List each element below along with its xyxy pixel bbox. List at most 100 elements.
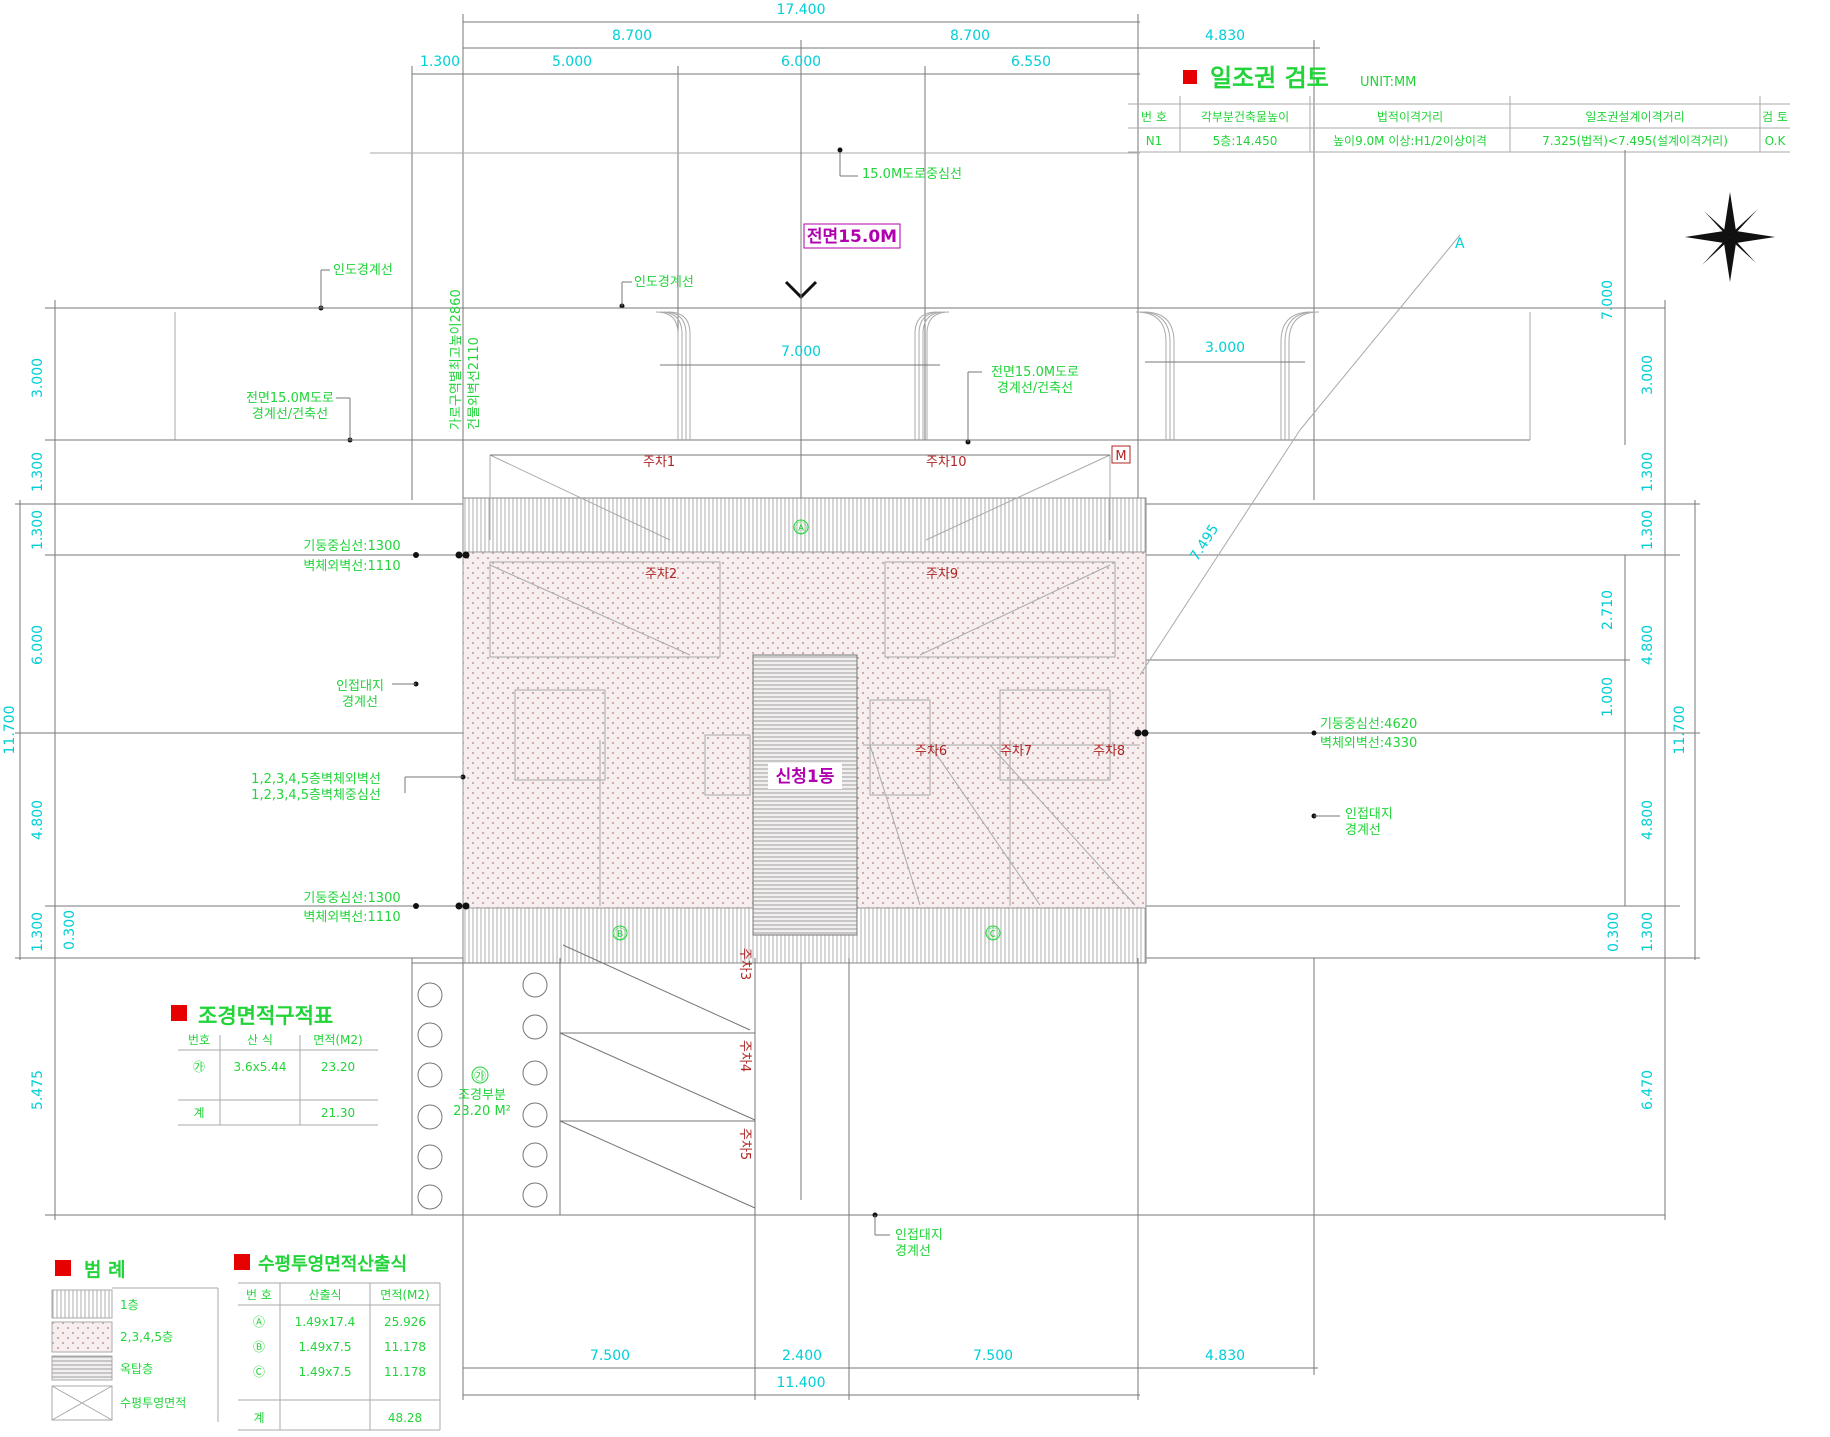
land-head-1: 산 식 [247,1033,273,1047]
col-right-2: 벽체외벽선:4330 [1320,736,1417,751]
legend-title: 범 례 [84,1259,126,1281]
sun-cell-2: 높이9.0M 이상:H1/2이상이격 [1333,134,1487,148]
dim-right-9: 6.470 [1640,1070,1656,1110]
dim-right-5: 4.800 [1640,625,1656,665]
vert-label-2: 건물외벽선2110 [467,337,482,430]
floor-line-2: 1,2,3,4,5층벽체중심선 [251,788,381,803]
unit-label: UNIT:MM [1360,75,1416,90]
land-total-2: 21.30 [321,1106,355,1120]
front-boundary-left-1: 전면15.0M도로 [246,391,334,406]
parking-8: 주차8 [1093,744,1125,759]
dim-right-top: 7.000 [1600,280,1616,320]
proj-r2-1: 1.49x7.5 [299,1365,352,1379]
dim-right-total: 11.700 [1672,706,1688,755]
proj-r0-0: Ⓐ [253,1315,265,1329]
proj-r1-2: 11.178 [384,1340,426,1354]
dim-right-7: 4.800 [1640,800,1656,840]
landscape-area: 23.20 M² [453,1104,511,1119]
sun-head-2: 법적이격거리 [1377,110,1443,124]
col-bot-left-1: 기둥중심선:1300 [303,891,400,906]
land-cell-0: ㉮ [193,1060,205,1074]
dim-bot-c: 7.500 [973,1348,1013,1364]
legend-item-1: 2,3,4,5층 [120,1330,173,1344]
landscape-table: 조경면적구적표 번호 산 식 면적(M2) ㉮ 3.6x5.44 23.20 계… [171,1004,378,1126]
right-dimensions: 7.000 3.000 1.300 1.300 2.710 4.800 1.00… [1138,150,1700,1220]
dim-top2-c: 6.000 [781,54,821,70]
parking-1: 주차1 [643,455,675,470]
proj-r2-2: 11.178 [384,1365,426,1379]
dim-right-4: 2.710 [1600,590,1616,630]
front-road-label: 전면15.0M [807,227,897,247]
dim-right-2: 1.300 [1640,452,1656,492]
dim-left-bottom: 5.475 [30,1070,46,1110]
legend-item-2: 옥탑층 [120,1362,153,1376]
vert-label-1: 가로구역별최고높이2860 [449,289,464,430]
col-right-1: 기둥중심선:4620 [1320,717,1417,732]
proj-r1-1: 1.49x7.5 [299,1340,352,1354]
proj-head-2: 면적(M2) [380,1288,429,1302]
dim-left-1: 3.000 [30,358,46,398]
legend: 범 례 1층 2,3,4,5층 옥탑층 수평투영면적 [51,1259,219,1422]
left-dimensions: 3.000 1.300 1.300 6.000 4.800 1.300 0.30… [2,300,1665,1220]
projection-title: 수평투영면적산출식 [258,1254,407,1275]
dim-top2-a: 1.300 [420,54,460,70]
projection-marker-icon [234,1254,250,1270]
land-cell-1: 3.6x5.44 [234,1060,287,1074]
dim-left-small: 0.300 [62,910,78,950]
parking-10: 주차10 [926,455,966,470]
dim-right-small: 0.300 [1606,912,1622,952]
floor-line-1: 1,2,3,4,5층벽체외벽선 [251,772,381,787]
dim-bot-a: 7.500 [590,1348,630,1364]
sun-head-4: 검 토 [1762,110,1788,124]
sun-head-0: 번 호 [1141,110,1167,124]
proj-r0-2: 25.926 [384,1315,426,1329]
building-label: 신청1동 [776,766,835,787]
dim-bot-b: 2.400 [782,1348,822,1364]
sunlight-review: 일조권 검토 UNIT:MM 번 호 각부분건축물높이 법적이격거리 일조권설계… [1128,64,1790,153]
parking-6: 주차6 [915,744,947,759]
dim-road-gap1: 7.000 [781,344,821,360]
legend-item-3: 수평투영면적 [120,1396,186,1410]
parking-5: 주차5 [737,1128,752,1160]
dim-left-4: 6.000 [30,625,46,665]
land-head-2: 면적(M2) [313,1033,362,1047]
m-marker: M [1115,449,1126,464]
dim-top-a: 8.700 [612,28,652,44]
adj-bottom-1: 인접대지 [895,1228,943,1243]
landscape-mark: ㉮ [474,1069,486,1083]
legend-item-0: 1층 [120,1298,139,1312]
sun-cell-3: 7.325(법적)<7.495(설계이격거리) [1542,134,1728,148]
diag-point: A [1455,236,1465,252]
sun-head-1: 각부분건축물높이 [1201,110,1289,124]
proj-total-0: 계 [253,1411,264,1425]
adj-bottom-2: 경계선 [895,1244,931,1259]
dim-right-8: 1.300 [1640,912,1656,952]
front-boundary-mid-1: 전면15.0M도로 [991,365,1079,380]
legend-marker-icon [55,1260,71,1276]
dim-right-3: 1.300 [1640,510,1656,550]
marker-b: Ⓑ [614,927,626,941]
dim-bot-d: 4.830 [1205,1348,1245,1364]
sun-head-3: 일조권설계이격거리 [1585,110,1684,124]
sidewalk-label-2: 인도경계선 [634,275,694,290]
proj-head-0: 번 호 [246,1288,272,1302]
title-marker-icon [1183,70,1197,84]
adj-left-1: 인접대지 [336,679,384,694]
proj-r2-0: Ⓒ [253,1365,265,1379]
proj-r0-1: 1.49x17.4 [295,1315,356,1329]
parking-7: 주차7 [1000,744,1032,759]
parking-3: 주차3 [737,948,752,980]
dim-left-3: 1.300 [30,510,46,550]
parking-2: 주차2 [645,567,677,582]
col-top-left-2: 벽체외벽선:1110 [303,559,400,574]
front-boundary-mid-2: 경계선/건축선 [997,381,1073,396]
dim-road-gap2: 3.000 [1205,340,1245,356]
parking-labels: 주차1 주차10 주차2 주차9 주차6 주차7 주차8 주차3 주차4 주차5 [643,455,1125,1160]
sun-cell-0: N1 [1146,134,1163,148]
parking-9: 주차9 [926,567,958,582]
landscape-marker-icon [171,1005,187,1021]
col-bot-left-2: 벽체외벽선:1110 [303,910,400,925]
sidewalk-label-1: 인도경계선 [333,263,393,278]
landscape-name: 조경부분 [458,1088,506,1103]
